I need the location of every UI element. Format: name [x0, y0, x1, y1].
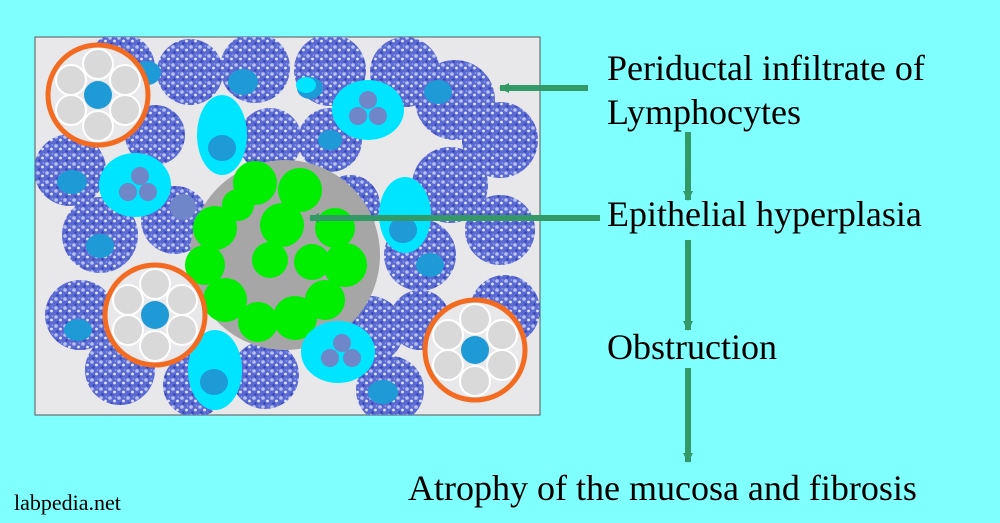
epithelial-cell-icon	[222, 189, 254, 221]
lymphocyte-cell-icon	[412, 147, 488, 223]
acini	[45, 42, 528, 403]
plasma-cells	[133, 61, 431, 410]
label-line-1: Periductal infiltrate of	[607, 48, 925, 88]
lymphocyte-cell-icon	[231, 341, 299, 409]
flow-arrows	[309, 83, 693, 463]
label-line-2: Lymphocytes	[607, 92, 801, 132]
lymphocyte-cluster	[35, 37, 540, 415]
acinus-icon	[422, 297, 528, 403]
epithelial-cell-icon	[238, 302, 278, 342]
epithelial-cell-icon	[278, 168, 322, 212]
watermark-text: labpedia.net	[14, 490, 121, 515]
duct	[185, 160, 380, 350]
epithelial-cell-icon	[315, 208, 355, 248]
label-obstruction: Obstruction	[607, 327, 777, 367]
label-epithelial-hyperplasia: Epithelial hyperplasia	[607, 194, 922, 234]
epithelial-cell-icon	[323, 243, 367, 287]
neutrophils	[99, 80, 404, 383]
label-periductal-infiltrate: Periductal infiltrate of Lymphocytes	[607, 46, 925, 134]
lymphocyte-cell-icon	[220, 37, 290, 103]
epithelial-cells	[185, 161, 367, 342]
lymphocyte-nuclei	[57, 69, 452, 404]
epithelial-cell-icon	[260, 203, 304, 247]
lymphocyte-cell-icon	[238, 108, 302, 172]
lymphocyte-cell-icon	[35, 134, 106, 206]
lymphocyte-cell-icon	[45, 280, 115, 350]
lymphocyte-cell-icon	[465, 195, 535, 265]
epithelial-cell-icon	[203, 278, 247, 322]
lymphocyte-cell-icon	[462, 102, 538, 178]
epithelial-cell-icon	[294, 244, 330, 280]
lymphocyte-cell-icon	[157, 39, 223, 105]
acinus-icon	[102, 262, 208, 368]
epithelial-cell-icon	[193, 206, 237, 250]
epithelial-cell-icon	[273, 296, 317, 340]
epithelial-cell-icon	[252, 242, 288, 278]
acinus-icon	[45, 42, 151, 148]
epithelial-cell-icon	[185, 245, 225, 285]
label-atrophy-fibrosis: Atrophy of the mucosa and fibrosis	[408, 468, 917, 508]
